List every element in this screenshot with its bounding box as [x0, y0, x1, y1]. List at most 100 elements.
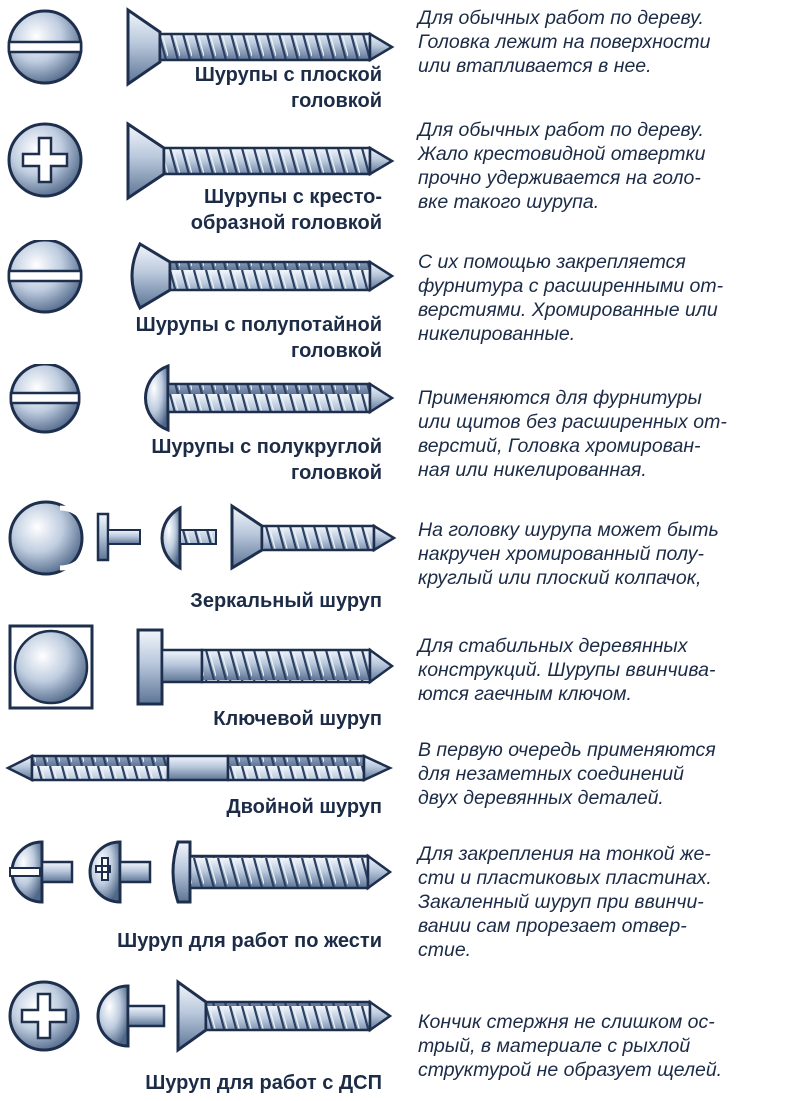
row-illustration: [8, 624, 395, 710]
screw-description: Применяются для фурнитуры или щитов без …: [418, 386, 796, 482]
row-illustration: [5, 753, 393, 783]
countersunk-screw-icon: [230, 503, 397, 571]
double-ended-screw-icon: [5, 753, 393, 783]
screw-description: Кончик стержня не слишком ос- трый, в ма…: [418, 1010, 796, 1082]
description-line: ная или никелированная.: [418, 459, 647, 481]
slot-head-icon: [7, 9, 83, 85]
description-line: сти и пластиковых пластинах.: [418, 867, 712, 889]
sheet-metal-screw-icon: [171, 840, 393, 904]
description-line: структурой не образует щелей.: [418, 1059, 723, 1081]
description-line: вании сам прорезает отвер-: [418, 915, 687, 937]
chipboard-screw-icon: [176, 979, 393, 1053]
screw-type-label: Шурупы с полукруглой головкой: [151, 434, 382, 486]
label-line: Зеркальный шуруп: [190, 590, 382, 612]
screw-row-cross-head: Шурупы с кресто- образной головкой Для о…: [0, 118, 800, 240]
pan-head-icon: [88, 840, 152, 904]
pan-head-icon: [9, 840, 74, 904]
description-line: прочно удерживается на голо-: [418, 167, 701, 189]
row-illustration: [7, 240, 395, 314]
label-line: Двойной шуруп: [226, 796, 382, 818]
row-illustration: [8, 979, 393, 1053]
description-line: Для стабильных деревянных: [418, 635, 688, 657]
screw-row-double: Двойной шуруп В первую очередь применяют…: [0, 736, 800, 828]
description-line: двух деревянных деталей.: [418, 787, 664, 809]
description-line: трый, в материале с рыхлой: [418, 1035, 691, 1057]
cross-head-icon: [7, 122, 83, 198]
screw-type-label: Шурупы с плоской головкой: [195, 62, 382, 114]
description-line: или щитов без расширенных от-: [418, 411, 727, 433]
description-line: Головка лежит на поверхности: [418, 31, 711, 53]
screw-type-label: Зеркальный шуруп: [190, 588, 382, 614]
screw-row-lag: Ключевой шуруп Для стабильных деревянных…: [0, 620, 800, 736]
description-line: Кончик стержня не слишком ос-: [418, 1011, 715, 1033]
mirror-cap-icon: [8, 500, 93, 576]
screw-description: С их помощью закрепляется фурнитура с ра…: [418, 250, 796, 346]
screw-type-label: Шуруп для работ по жести: [117, 928, 382, 954]
row-illustration: [9, 840, 393, 904]
label-line: головкой: [291, 90, 382, 112]
screw-row-flat-head: Шурупы с плоской головкой Для обычных ра…: [0, 0, 800, 118]
description-line: конструкций. Шурупы ввинчива-: [418, 659, 716, 681]
description-line: Для закрепления на тонкой же-: [418, 843, 711, 865]
screw-row-raised-countersunk: Шурупы с полупотайной головкой С их помо…: [0, 240, 800, 364]
description-line: стие.: [418, 939, 472, 961]
screw-type-label: Ключевой шуруп: [213, 706, 382, 732]
description-line: для незаметных соединений: [418, 763, 684, 785]
round-head-screw-icon: [143, 364, 395, 433]
label-line: головкой: [291, 340, 382, 362]
screw-row-sheet-metal: Шуруп для работ по жести Для закрепления…: [0, 828, 800, 976]
pan-head-icon: [96, 984, 166, 1048]
screw-type-label: Шурупы с кресто- образной головкой: [191, 184, 382, 236]
countersunk-slotted-screw-icon: [126, 7, 395, 87]
screw-type-label: Двойной шуруп: [226, 794, 382, 820]
screw-description: На головку шурупа может быть накручен хр…: [418, 518, 796, 590]
label-line: Шурупы с кресто-: [203, 186, 382, 208]
description-line: верстий, Головка хромирован-: [418, 435, 701, 457]
description-line: Для обычных работ по дереву.: [418, 7, 704, 29]
description-line: В первую очередь применяются: [418, 739, 716, 761]
cross-head-icon: [8, 980, 80, 1052]
lag-screw-icon: [136, 628, 395, 706]
description-line: фурнитура с расширенными от-: [418, 275, 724, 297]
row-illustration: [7, 7, 395, 87]
description-line: Для обычных работ по дереву.: [418, 119, 704, 141]
description-line: С их помощью закрепляется: [418, 251, 686, 273]
row-illustration: [8, 500, 397, 576]
screw-row-round-head: Шурупы с полукруглой головкой Применяютс…: [0, 364, 800, 496]
label-line: Шурупы с полупотайной: [135, 314, 382, 336]
label-line: Ключевой шуруп: [213, 708, 382, 730]
screw-description: В первую очередь применяются для незамет…: [418, 738, 796, 810]
label-line: Шуруп для работ по жести: [117, 930, 382, 952]
slot-head-icon: [9, 364, 81, 434]
screw-description: Для закрепления на тонкой же- сти и плас…: [418, 842, 796, 962]
description-line: накручен хромированный полу-: [418, 543, 704, 565]
row-illustration: [9, 364, 395, 434]
screw-row-chipboard: Шуруп для работ с ДСП Кончик стержня не …: [0, 976, 800, 1101]
slot-head-icon: [7, 240, 83, 314]
description-line: верстиями. Хромированные или: [418, 299, 718, 321]
label-line: Шурупы с плоской: [194, 64, 382, 86]
description-line: Применяются для фурнитуры: [418, 387, 702, 409]
description-line: Жало крестовидной отвертки: [418, 143, 706, 165]
countersunk-cross-screw-icon: [126, 121, 395, 201]
screw-row-mirror: Зеркальный шуруп На головку шурупа может…: [0, 496, 800, 620]
screw-description: Для обычных работ по дереву. Жало кресто…: [418, 118, 796, 214]
description-line: круглый или плоский колпачок,: [418, 567, 702, 589]
description-line: На головку шурупа может быть: [418, 519, 719, 541]
cap-parts-icon: [96, 505, 217, 571]
square-head-icon: [8, 624, 94, 710]
screw-type-label: Шуруп для работ с ДСП: [145, 1070, 382, 1096]
description-line: никелированные.: [418, 323, 576, 345]
raised-countersunk-screw-icon: [130, 241, 395, 311]
label-line: головкой: [291, 462, 382, 484]
screw-description: Для обычных работ по дереву. Головка леж…: [418, 6, 796, 78]
description-line: ются гаечным ключом.: [418, 683, 632, 705]
screw-description: Для стабильных деревянных конструкций. Ш…: [418, 634, 796, 706]
label-line: Шуруп для работ с ДСП: [145, 1072, 382, 1094]
screw-type-label: Шурупы с полупотайной головкой: [136, 312, 382, 364]
label-line: Шурупы с полукруглой: [151, 436, 382, 458]
description-line: вке такого шурупа.: [418, 191, 600, 213]
label-line: образной головкой: [190, 212, 382, 234]
row-illustration: [7, 121, 395, 201]
description-line: или втапливается в нее.: [418, 55, 652, 77]
